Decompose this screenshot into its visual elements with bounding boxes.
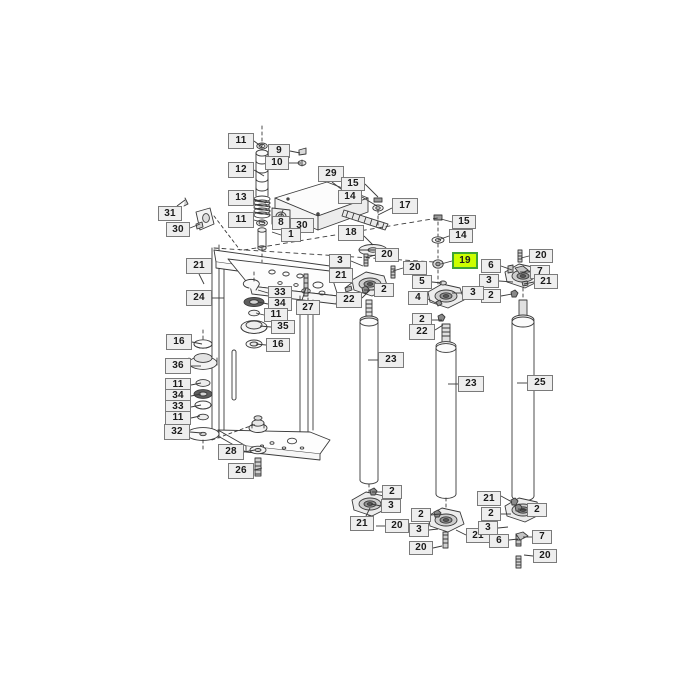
callout-3[interactable]: 3 — [381, 499, 401, 513]
callout-3[interactable]: 3 — [478, 521, 498, 535]
callout-15[interactable]: 15 — [452, 215, 476, 229]
callout-32[interactable]: 32 — [164, 424, 190, 440]
callout-2[interactable]: 2 — [411, 508, 431, 522]
callout-highlighted-19[interactable]: 19 — [452, 252, 478, 269]
callout-1[interactable]: 1 — [281, 228, 301, 242]
callout-11[interactable]: 11 — [228, 212, 254, 228]
screws-20 — [390, 265, 396, 279]
callout-29[interactable]: 29 — [318, 166, 344, 182]
callout-11[interactable]: 11 — [228, 133, 254, 149]
callout-16[interactable]: 16 — [266, 338, 290, 352]
callout-13[interactable]: 13 — [228, 190, 254, 206]
callout-21[interactable]: 21 — [534, 274, 558, 289]
callout-2[interactable]: 2 — [481, 507, 501, 521]
callout-4[interactable]: 4 — [408, 291, 428, 305]
callout-11[interactable]: 11 — [165, 411, 191, 425]
pin-27 — [303, 273, 309, 297]
callout-2[interactable]: 2 — [527, 503, 547, 517]
callout-31[interactable]: 31 — [158, 206, 182, 221]
callout-2[interactable]: 2 — [382, 485, 402, 499]
callout-3[interactable]: 3 — [479, 274, 499, 288]
callout-14[interactable]: 14 — [449, 229, 473, 243]
callout-25[interactable]: 25 — [527, 375, 553, 391]
callout-34[interactable]: 34 — [165, 389, 191, 403]
callout-30[interactable]: 30 — [166, 222, 190, 237]
callout-35[interactable]: 35 — [271, 320, 295, 334]
callout-21[interactable]: 21 — [477, 491, 501, 506]
callout-20[interactable]: 20 — [409, 541, 433, 555]
callout-22[interactable]: 22 — [409, 324, 435, 340]
callout-6[interactable]: 6 — [489, 534, 509, 548]
coil-spring — [253, 195, 271, 219]
callout-15[interactable]: 15 — [341, 177, 365, 191]
callout-23[interactable]: 23 — [378, 352, 404, 368]
callout-17[interactable]: 17 — [392, 198, 418, 214]
callout-6[interactable]: 6 — [481, 259, 501, 273]
callout-12[interactable]: 12 — [228, 162, 254, 178]
bottom-mount-center — [427, 507, 465, 549]
rod-17 — [341, 209, 389, 231]
callout-10[interactable]: 10 — [265, 156, 289, 170]
callout-20[interactable]: 20 — [533, 549, 557, 563]
callout-18[interactable]: 18 — [338, 225, 364, 241]
callout-21[interactable]: 21 — [186, 258, 212, 274]
main-frame — [211, 244, 339, 461]
callout-2[interactable]: 2 — [374, 283, 394, 297]
callout-23[interactable]: 23 — [458, 376, 484, 392]
callout-3[interactable]: 3 — [462, 286, 484, 300]
callout-33[interactable]: 33 — [268, 286, 292, 300]
callout-24[interactable]: 24 — [186, 290, 212, 306]
callout-16[interactable]: 16 — [166, 334, 192, 350]
callout-7[interactable]: 7 — [532, 530, 552, 544]
callout-28[interactable]: 28 — [218, 444, 244, 460]
washers-15-14-19 — [431, 214, 445, 285]
mount-center — [427, 280, 465, 509]
callout-8[interactable]: 8 — [272, 216, 290, 230]
callout-27[interactable]: 27 — [296, 300, 320, 315]
callout-22[interactable]: 22 — [336, 292, 362, 308]
callout-26[interactable]: 26 — [228, 463, 254, 479]
callout-21[interactable]: 21 — [329, 268, 353, 283]
callout-36[interactable]: 36 — [165, 358, 191, 374]
small-fasteners-9-10 — [297, 147, 307, 167]
callout-20[interactable]: 20 — [375, 248, 399, 262]
callout-20[interactable]: 20 — [403, 261, 427, 275]
callout-20[interactable]: 20 — [529, 249, 553, 263]
callout-2[interactable]: 2 — [481, 289, 501, 303]
callout-3[interactable]: 3 — [329, 254, 351, 268]
callout-14[interactable]: 14 — [338, 190, 362, 204]
callout-20[interactable]: 20 — [385, 519, 409, 533]
callout-21[interactable]: 21 — [350, 516, 374, 531]
callout-5[interactable]: 5 — [412, 275, 432, 289]
callout-3[interactable]: 3 — [409, 523, 429, 537]
